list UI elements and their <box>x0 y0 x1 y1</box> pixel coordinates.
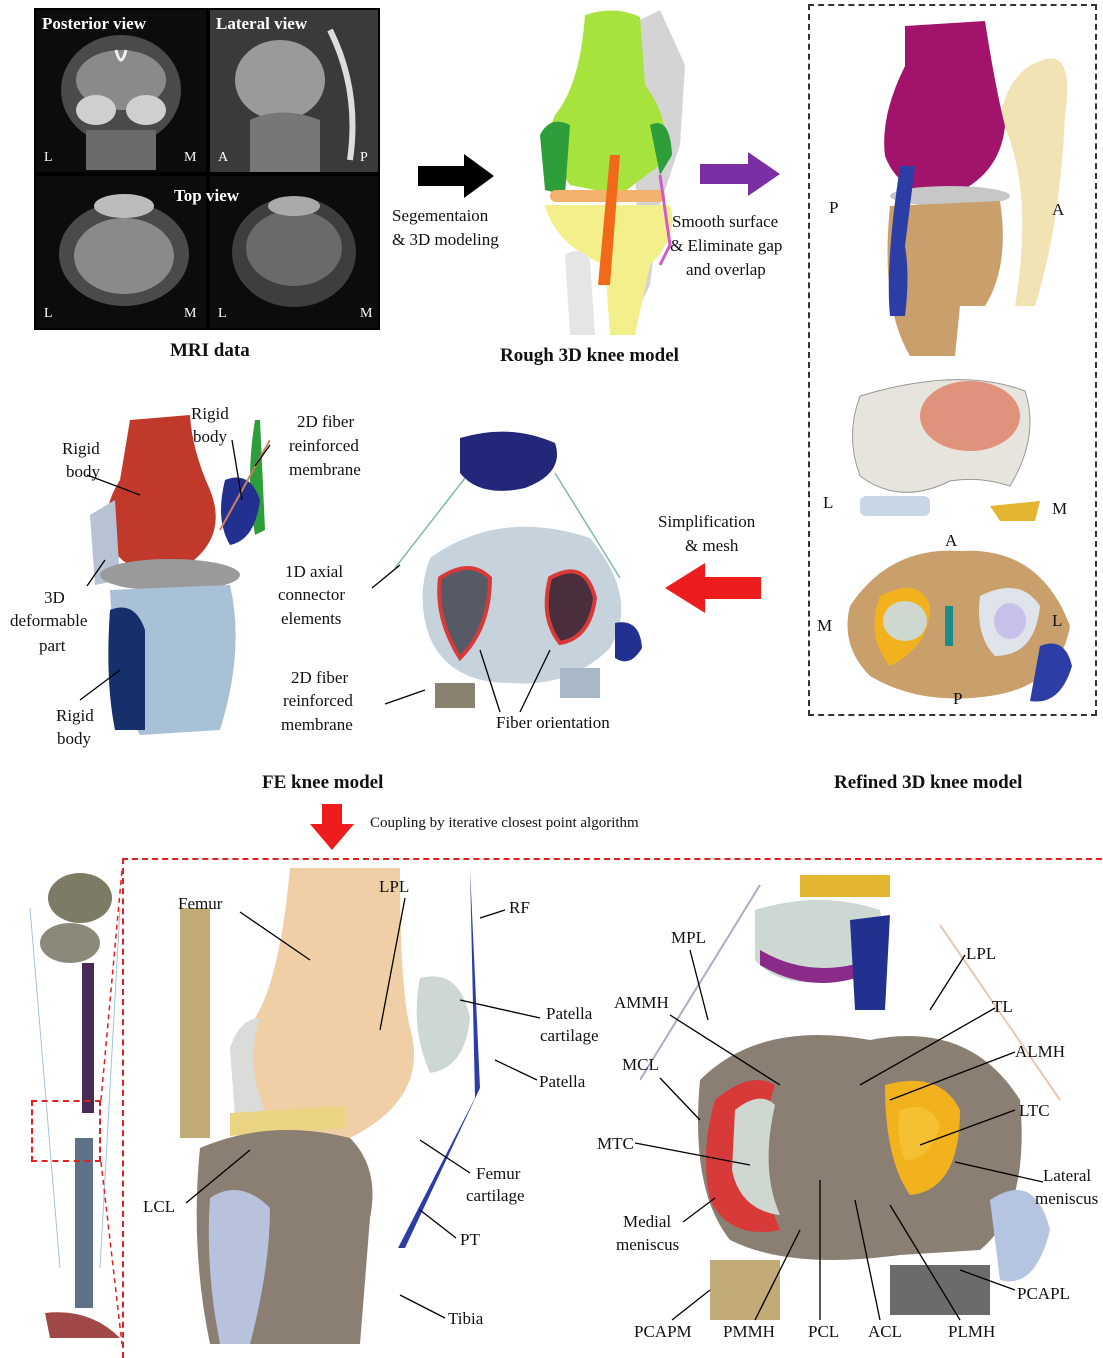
plmh-label: PLMH <box>948 1321 995 1343</box>
medial-meniscus-label-b: meniscus <box>616 1234 679 1256</box>
femur-cartilage-label-b: cartilage <box>466 1185 525 1207</box>
rigid-body-label-1b: body <box>66 461 100 483</box>
fe-knee-top-image <box>390 418 650 718</box>
rigid-body-label-3b: body <box>57 728 91 750</box>
tl-label: TL <box>992 996 1013 1018</box>
refined-p-label-1: P <box>829 197 838 219</box>
almh-label: ALMH <box>1015 1041 1065 1063</box>
refined-m-label-1: M <box>1052 498 1067 520</box>
rough-model-caption: Rough 3D knee model <box>500 345 679 367</box>
deformable-label-c: part <box>39 635 65 657</box>
knee-top-detail-image <box>640 870 1080 1330</box>
fe-knee-side-graphic <box>70 400 270 740</box>
refined-l-label-1: L <box>823 492 833 514</box>
fiber-orientation-label: Fiber orientation <box>496 712 610 734</box>
deformable-label-a: 3D <box>44 587 65 609</box>
simplification-text-2: & mesh <box>685 535 738 557</box>
pcapl-label: PCAPL <box>1017 1283 1070 1305</box>
top-view-label: Top view <box>174 186 239 206</box>
membrane-label-2b: reinforced <box>283 690 353 712</box>
patella-cartilage-label-a: Patella <box>546 1003 592 1025</box>
membrane-label-1b: reinforced <box>289 435 359 457</box>
rough-knee-graphic <box>510 5 710 340</box>
acl-label: ACL <box>868 1321 902 1343</box>
mri-caption: MRI data <box>170 340 250 362</box>
pmmh-label: PMMH <box>723 1321 775 1343</box>
mcl-label: MCL <box>622 1054 659 1076</box>
top2-m-label: M <box>360 306 372 322</box>
segmentation-text-2: & 3D modeling <box>392 229 499 251</box>
femur-cartilage-label-a: Femur <box>476 1163 520 1185</box>
segmentation-text-1: Segementaion <box>392 205 488 227</box>
mri-panel: Posterior view L M Lateral view A P L M … <box>34 8 380 330</box>
posterior-m-label: M <box>184 150 196 166</box>
coupling-text: Coupling by iterative closest point algo… <box>370 812 639 834</box>
rigid-body-label-2a: Rigid <box>191 403 229 425</box>
membrane-label-1a: 2D fiber <box>297 411 354 433</box>
smooth-text-3: and overlap <box>686 259 766 281</box>
posterior-view-label: Posterior view <box>42 14 146 34</box>
deformable-label-b: deformable <box>10 610 87 632</box>
mri-posterior-graphic <box>36 10 206 172</box>
lateral-meniscus-label-b: meniscus <box>1035 1188 1098 1210</box>
leg-zoom-box <box>31 1100 101 1162</box>
lateral-p-label: P <box>360 150 368 166</box>
simplification-text-1: Simplification <box>658 511 755 533</box>
rough-knee-model-image <box>510 5 710 340</box>
top2-l-label: L <box>218 306 227 322</box>
connector-label-a: 1D axial <box>285 561 343 583</box>
rf-label: RF <box>509 897 530 919</box>
ammh-label: AMMH <box>614 992 669 1014</box>
lpl-label-left: LPL <box>379 876 409 898</box>
membrane-label-2c: membrane <box>281 714 353 736</box>
knee-top-detail-graphic <box>640 870 1080 1330</box>
rigid-body-label-2b: body <box>193 426 227 448</box>
pt-label: PT <box>460 1229 480 1251</box>
patella-cartilage-label-b: cartilage <box>540 1025 599 1047</box>
refined-l-label-2: L <box>1052 610 1062 632</box>
mri-lateral-graphic <box>210 10 378 172</box>
smooth-text-1: Smooth surface <box>672 211 778 233</box>
lateral-meniscus-label-a: Lateral <box>1043 1165 1091 1187</box>
top1-m-label: M <box>184 306 196 322</box>
knee-side-detail-graphic <box>170 868 510 1344</box>
pcl-label: PCL <box>808 1321 839 1343</box>
posterior-l-label: L <box>44 150 53 166</box>
mri-posterior-image: Posterior view L M <box>36 10 206 172</box>
smooth-text-2: & Eliminate gap <box>670 235 782 257</box>
red-arrow-down-icon <box>310 804 354 850</box>
top1-l-label: L <box>44 306 53 322</box>
tibia-label: Tibia <box>448 1308 483 1330</box>
patella-label: Patella <box>539 1071 585 1093</box>
lcl-label: LCL <box>143 1196 175 1218</box>
refined-model-caption: Refined 3D knee model <box>834 772 1022 794</box>
fe-knee-side-image <box>70 400 270 740</box>
mpl-label: MPL <box>671 927 706 949</box>
lpl-label-right: LPL <box>966 943 996 965</box>
mri-lateral-image: Lateral view A P <box>210 10 378 172</box>
connector-label-b: connector <box>278 584 345 606</box>
rigid-body-label-1a: Rigid <box>62 438 100 460</box>
black-arrow-icon <box>418 154 494 198</box>
pcapm-label: PCAPM <box>634 1321 692 1343</box>
connector-label-c: elements <box>281 608 341 630</box>
purple-arrow-icon <box>700 152 780 196</box>
mtc-label: MTC <box>597 1133 634 1155</box>
red-arrow-left-icon <box>665 563 761 613</box>
lateral-a-label: A <box>218 150 228 166</box>
fe-knee-top-graphic <box>390 418 650 718</box>
medial-meniscus-label-a: Medial <box>623 1211 671 1233</box>
femur-label: Femur <box>178 893 222 915</box>
membrane-label-1c: membrane <box>289 459 361 481</box>
refined-m-label-2: M <box>817 615 832 637</box>
membrane-label-2a: 2D fiber <box>291 667 348 689</box>
rigid-body-label-3a: Rigid <box>56 705 94 727</box>
ltc-label: LTC <box>1019 1100 1050 1122</box>
fe-model-caption: FE knee model <box>262 772 383 794</box>
knee-side-detail-image <box>170 868 510 1344</box>
refined-p-label-2: P <box>953 688 962 710</box>
refined-a-label-1: A <box>1052 199 1064 221</box>
refined-a-label-2: A <box>945 530 957 552</box>
lateral-view-label: Lateral view <box>216 14 307 34</box>
